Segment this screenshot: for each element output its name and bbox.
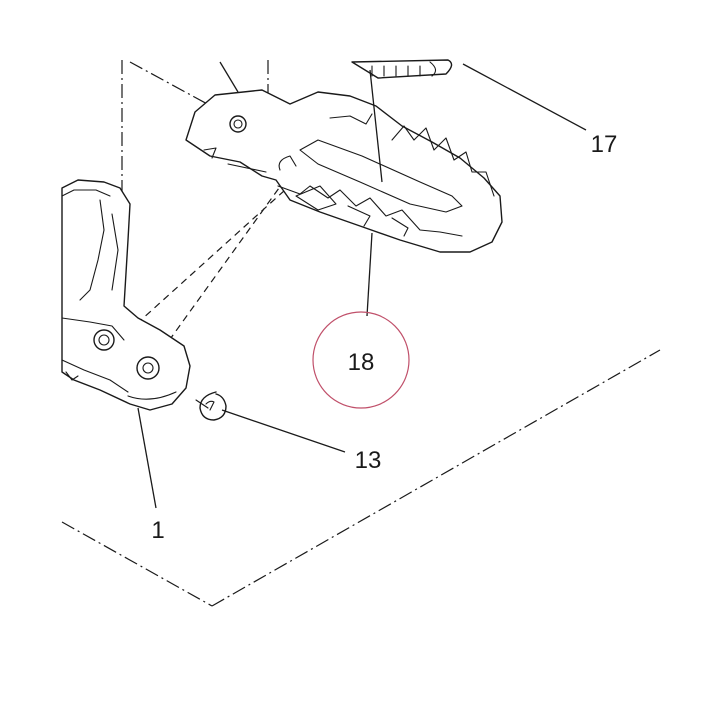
footpeg-center-slot xyxy=(299,139,463,213)
pin-alignment-line xyxy=(154,169,293,361)
footpeg-bracket xyxy=(61,179,191,411)
footpeg xyxy=(185,89,503,253)
callout-label-17: 17 xyxy=(591,131,618,158)
leader-lines xyxy=(137,61,587,509)
leader-1 xyxy=(137,407,157,509)
boundary-line-bottom-right xyxy=(211,349,661,607)
leader-13 xyxy=(221,409,346,453)
footpeg-pivot-hole xyxy=(229,115,247,133)
spring-assembly xyxy=(351,59,453,79)
leader-17 xyxy=(462,63,587,131)
retaining-clip xyxy=(195,391,227,421)
callout-label-1: 1 xyxy=(151,517,164,544)
bracket-pivot-hole xyxy=(136,356,160,380)
callout-label-13: 13 xyxy=(355,447,382,474)
bracket-bolt-hole-upper xyxy=(93,329,115,351)
leader-18 xyxy=(366,232,373,317)
callout-label-18: 18 xyxy=(348,349,375,376)
callout-highlight-circle xyxy=(312,311,410,409)
footpeg-mount-lug xyxy=(203,147,217,159)
boundary-line-bottom-left xyxy=(61,521,213,607)
